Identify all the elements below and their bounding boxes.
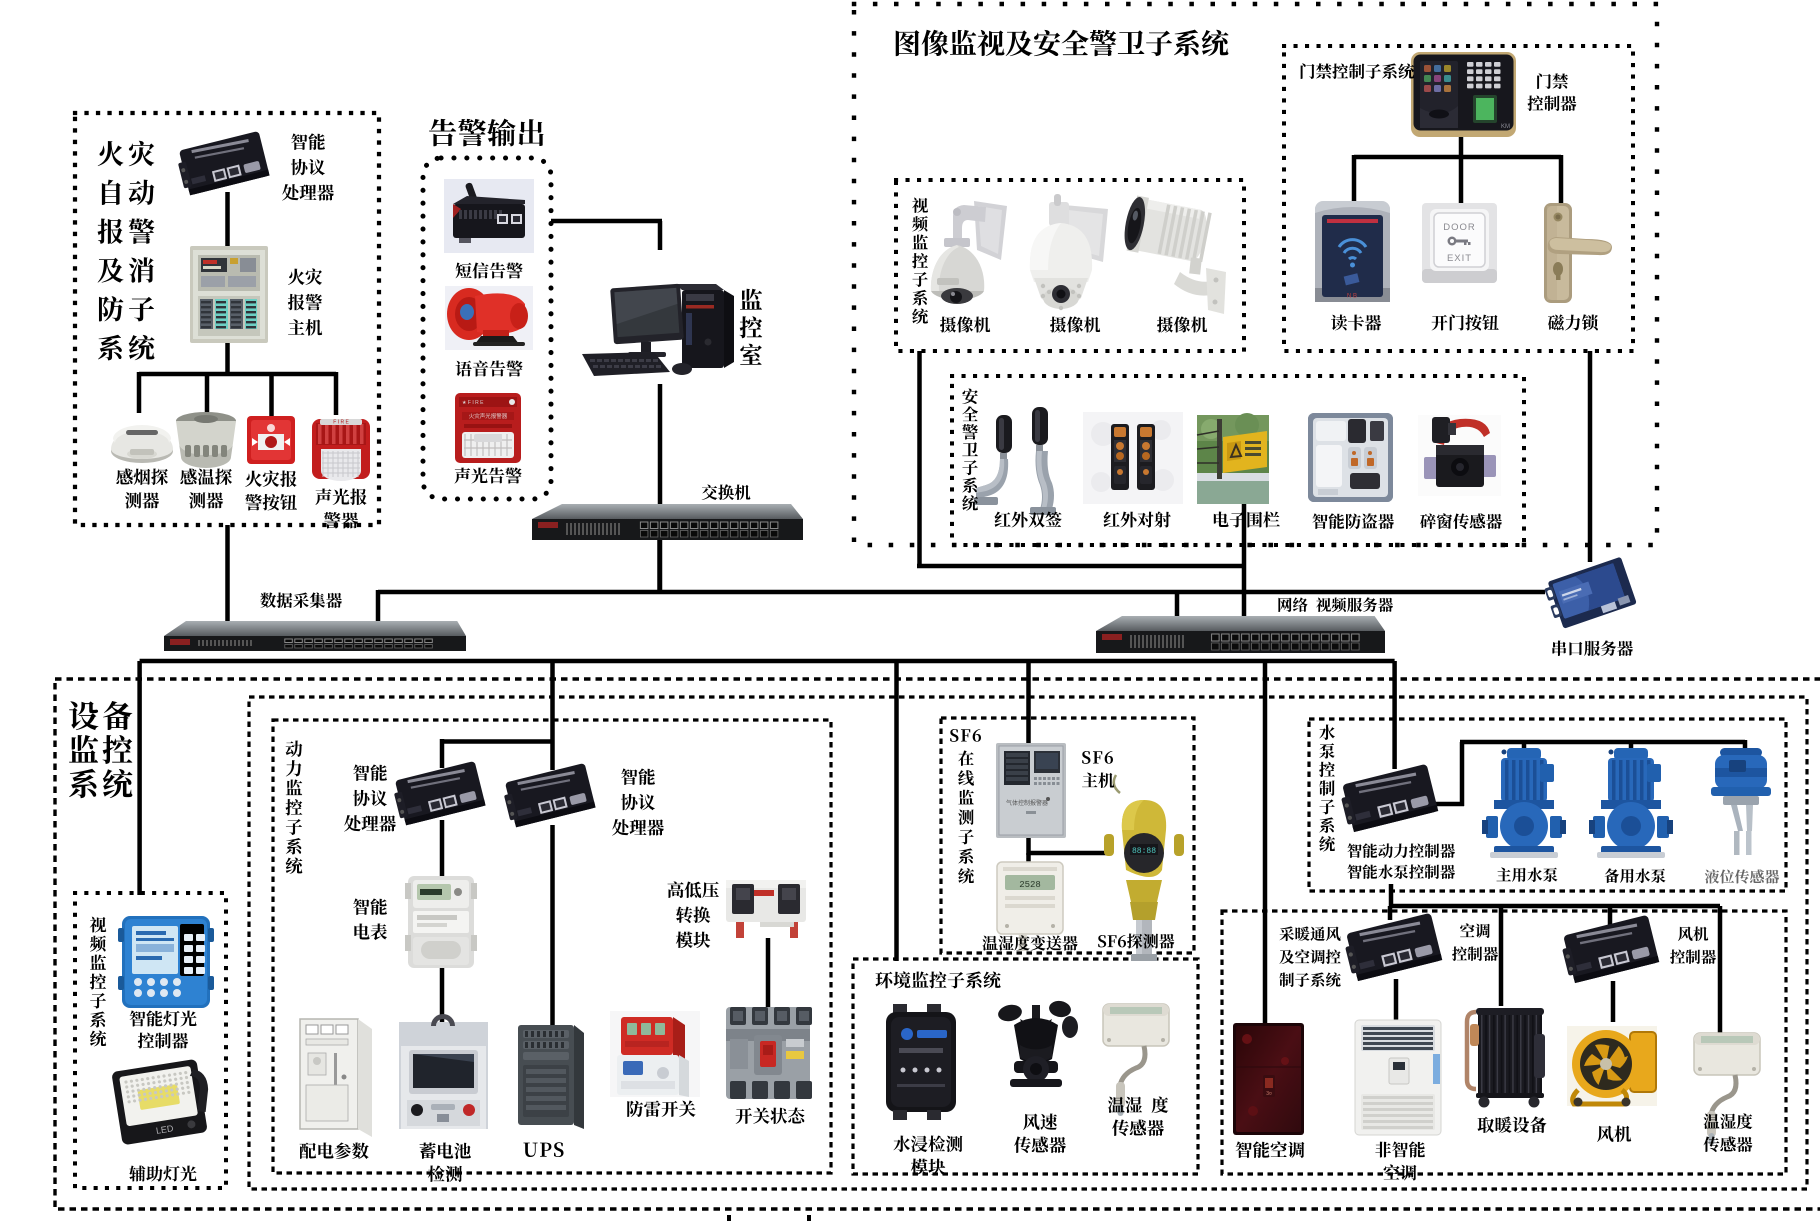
svg-text:F I R E: F I R E <box>333 420 349 426</box>
svg-text:EXIT: EXIT <box>1447 253 1472 264</box>
svg-text:气体控制报警器: 气体控制报警器 <box>1006 799 1048 807</box>
svg-text:★ F I R E: ★ F I R E <box>462 400 484 406</box>
svg-text:3¤: 3¤ <box>1266 1091 1272 1097</box>
svg-text:DOOR: DOOR <box>1443 222 1476 233</box>
svg-text:88:88: 88:88 <box>1132 847 1156 856</box>
svg-text:火灾声光报警器: 火灾声光报警器 <box>469 412 508 420</box>
svg-text:2528: 2528 <box>1019 880 1041 890</box>
svg-text:KM: KM <box>1501 124 1510 130</box>
svg-text:N B: N B <box>1347 294 1357 300</box>
svg-text:LED: LED <box>155 1123 174 1136</box>
